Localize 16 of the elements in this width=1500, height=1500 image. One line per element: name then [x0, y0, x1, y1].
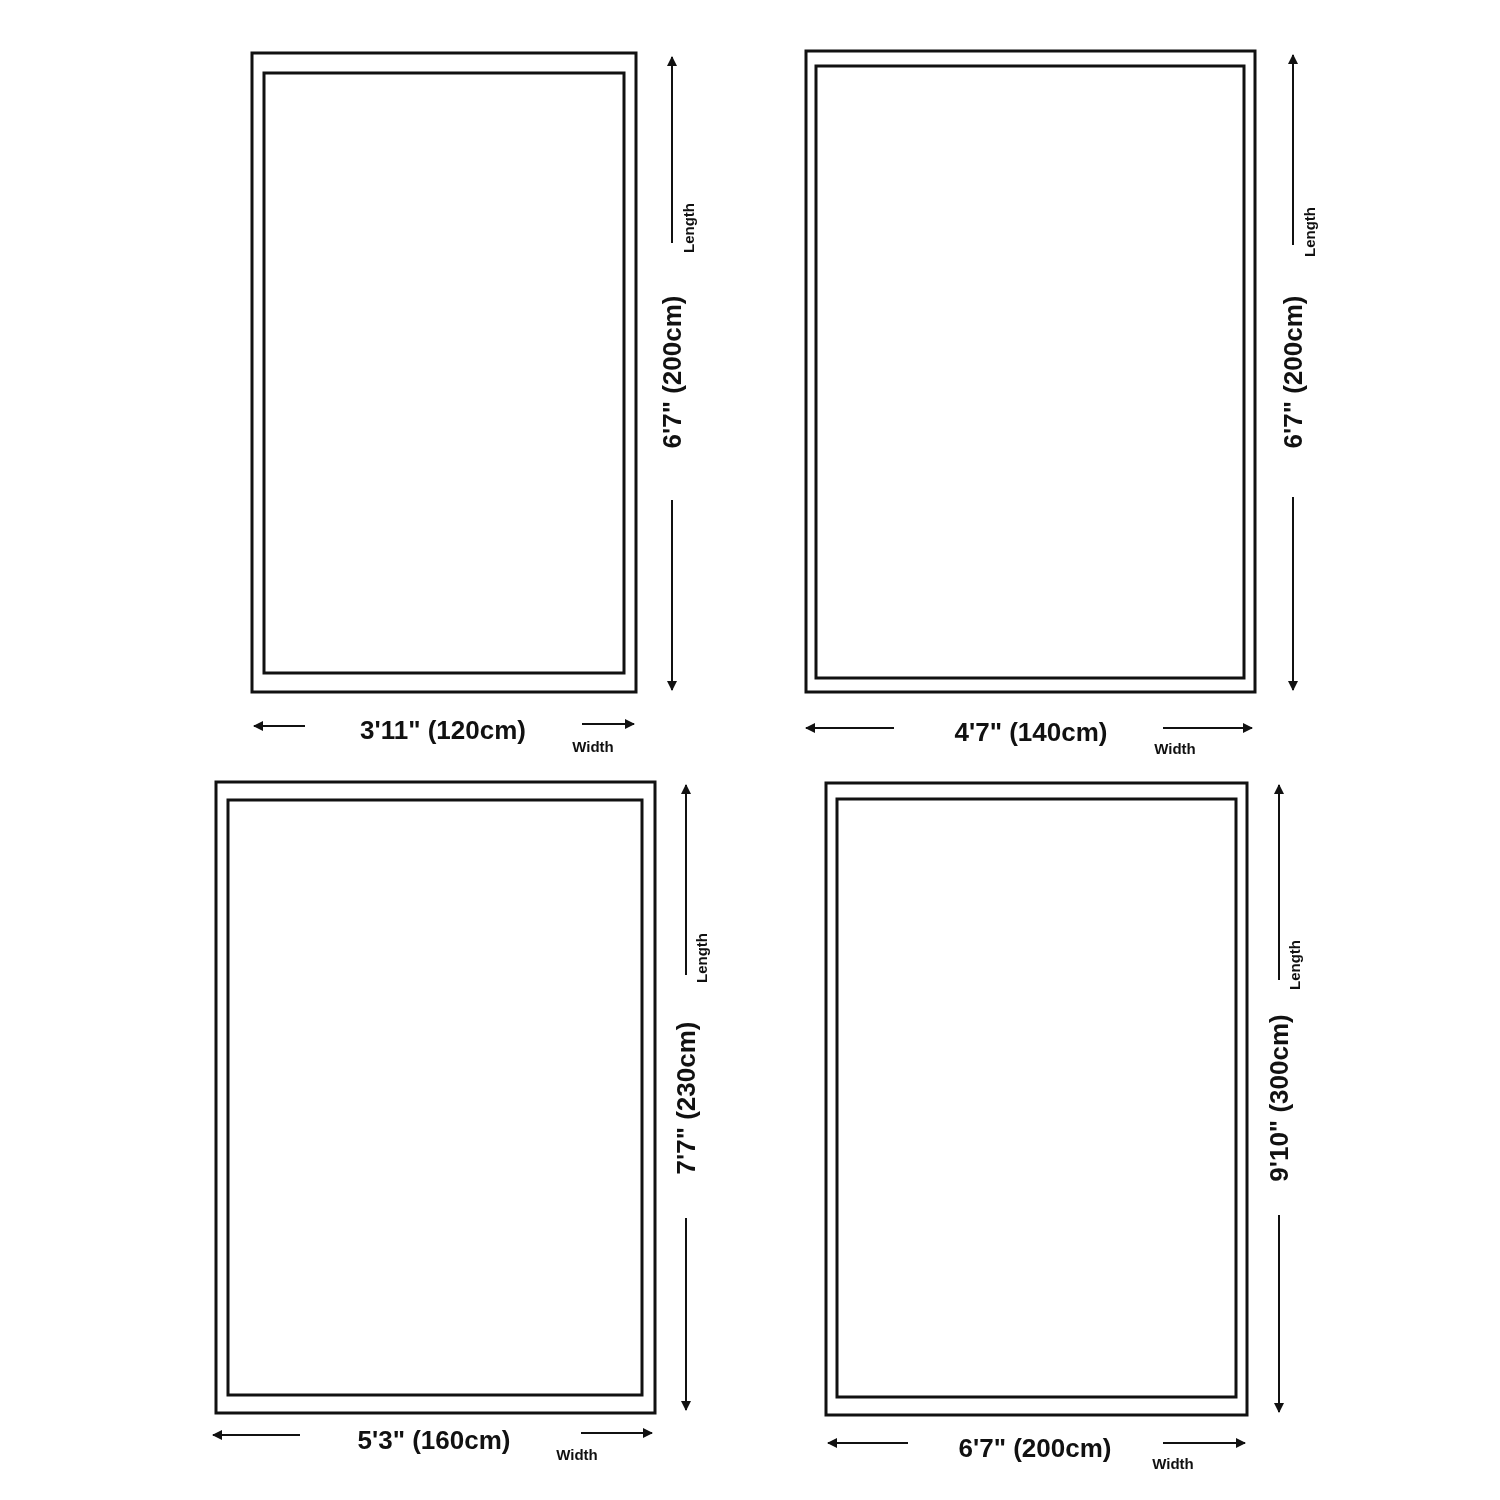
- dimension-caption: Length: [693, 933, 709, 983]
- dimension-value: 6'7" (200cm): [958, 1435, 1112, 1461]
- dimension-caption: Length: [1286, 940, 1302, 990]
- dimension-caption: Width: [1154, 740, 1196, 756]
- dimension-caption: Width: [1152, 1455, 1194, 1471]
- dimension-value: 6'7" (200cm): [1280, 295, 1306, 449]
- dimension-value: 6'7" (200cm): [659, 295, 685, 449]
- dimension-value: 5'3" (160cm): [357, 1427, 511, 1453]
- dimension-caption: Length: [680, 203, 696, 253]
- dimension-value: 7'7" (230cm): [673, 1021, 699, 1175]
- dimension-value: 9'10" (300cm): [1266, 1014, 1292, 1182]
- dimension-caption: Width: [572, 738, 614, 754]
- dimension-caption: Width: [556, 1446, 598, 1462]
- dimension-value: 3'11" (120cm): [360, 717, 526, 743]
- dimension-value: 4'7" (140cm): [954, 719, 1108, 745]
- dimension-caption: Length: [1301, 207, 1317, 257]
